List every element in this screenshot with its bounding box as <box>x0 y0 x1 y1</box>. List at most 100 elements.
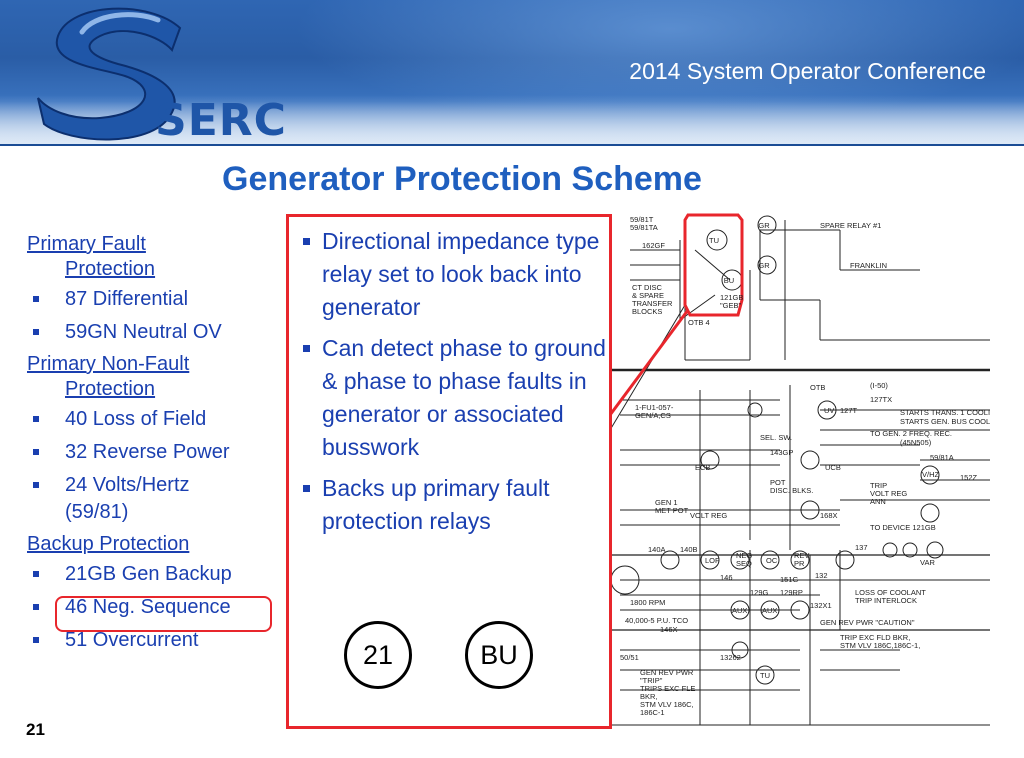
relay-21-symbol: 21 <box>344 621 412 689</box>
bullet-icon <box>33 604 39 610</box>
svg-text:GEN 1: GEN 1 <box>655 498 678 507</box>
svg-text:"GEB": "GEB" <box>720 301 742 310</box>
list-item-label: 46 Neg. Sequence <box>65 596 231 618</box>
serc-logo-icon <box>37 7 182 141</box>
list-item-label: 21GB Gen Backup <box>65 563 232 585</box>
svg-text:1800 RPM: 1800 RPM <box>630 598 665 607</box>
list-item-label: Backs up primary fault protection relays <box>322 475 550 534</box>
svg-text:LOSS OF COOLANT: LOSS OF COOLANT <box>855 588 926 597</box>
svg-text:TO GEN. 2 FREQ. REC.: TO GEN. 2 FREQ. REC. <box>870 429 952 438</box>
svg-text:59/81TA: 59/81TA <box>630 223 658 232</box>
svg-text:(45N505): (45N505) <box>900 438 932 447</box>
protection-list: Primary Fault Protection 87 Differential… <box>27 232 277 660</box>
bullet-icon <box>33 329 39 335</box>
list-item: Directional impedance type relay set to … <box>301 225 606 324</box>
svg-text:BU: BU <box>724 276 734 285</box>
svg-text:UV: UV <box>824 406 834 415</box>
list-item: 87 Differential <box>27 286 277 313</box>
svg-text:OTB: OTB <box>810 383 825 392</box>
bullet-icon <box>303 485 310 492</box>
list-item: 21GB Gen Backup <box>27 561 277 588</box>
list-item: Can detect phase to ground & phase to ph… <box>301 332 606 464</box>
bullet-icon <box>33 449 39 455</box>
svg-text:127TX: 127TX <box>870 395 892 404</box>
svg-text:DISC. BLKS.: DISC. BLKS. <box>770 486 813 495</box>
svg-text:GEN REV PWR "CAUTION": GEN REV PWR "CAUTION" <box>820 618 915 627</box>
section-backup: Backup Protection <box>27 532 277 557</box>
svg-text:VAR: VAR <box>920 558 935 567</box>
svg-text:137: 137 <box>855 543 868 552</box>
svg-text:121GB: 121GB <box>720 293 743 302</box>
svg-text:TU: TU <box>709 236 719 245</box>
svg-text:GEN/A,CS: GEN/A,CS <box>635 411 671 420</box>
svg-text:AUX: AUX <box>762 606 777 615</box>
svg-text:162GF: 162GF <box>642 241 665 250</box>
bullet-icon <box>33 482 39 488</box>
list-item-label: Directional impedance type relay set to … <box>322 228 600 320</box>
svg-text:TRIP EXC FLD BKR,: TRIP EXC FLD BKR, <box>840 633 910 642</box>
svg-text:REV: REV <box>794 551 809 560</box>
svg-text:127T: 127T <box>840 406 858 415</box>
section-primary-non-fault: Primary Non-Fault Protection <box>27 352 277 402</box>
svg-text:TRIP: TRIP <box>870 481 887 490</box>
svg-text:40,000-5 P.U. TCO: 40,000-5 P.U. TCO <box>625 616 688 625</box>
header-divider <box>0 144 1024 146</box>
svg-text:OTB 4: OTB 4 <box>688 318 710 327</box>
svg-text:TRIPS EXC FLE: TRIPS EXC FLE <box>640 684 695 693</box>
backup-highlight-box <box>55 596 272 632</box>
list-item: 46 Neg. Sequence <box>27 594 277 621</box>
svg-text:AUX: AUX <box>732 606 747 615</box>
svg-text:50/51: 50/51 <box>620 653 639 662</box>
svg-text:ANN: ANN <box>870 497 886 506</box>
list-item: Backs up primary fault protection relays <box>301 472 606 538</box>
svg-text:VOLT REG: VOLT REG <box>870 489 907 498</box>
svg-text:ECB: ECB <box>695 463 710 472</box>
svg-text:UCB: UCB <box>825 463 841 472</box>
conference-title: 2014 System Operator Conference <box>629 58 986 84</box>
section-heading-cont: Protection <box>65 378 156 400</box>
svg-text:129G: 129G <box>750 588 769 597</box>
header-banner: SERC 2014 System Operator Conference <box>0 0 1024 145</box>
svg-text:TU: TU <box>760 671 770 680</box>
svg-text:LOF: LOF <box>705 556 720 565</box>
bullet-icon <box>33 416 39 422</box>
list-item-label: 32 Reverse Power <box>65 441 230 463</box>
list-item-label: 59GN Neutral OV <box>65 321 222 343</box>
svg-text:59/81T: 59/81T <box>630 215 654 224</box>
svg-text:143GP: 143GP <box>770 448 793 457</box>
relay-callout-box: Directional impedance type relay set to … <box>286 214 612 729</box>
svg-text:V/HZ: V/HZ <box>922 470 940 479</box>
section-heading: Primary Fault <box>27 233 146 255</box>
svg-text:151G: 151G <box>780 575 799 584</box>
list-item-label: 24 Volts/Hertz <box>65 474 190 496</box>
svg-text:BLOCKS: BLOCKS <box>632 307 662 316</box>
svg-text:POT: POT <box>770 478 786 487</box>
svg-text:168X: 168X <box>820 511 838 520</box>
svg-text:BKR,: BKR, <box>640 692 658 701</box>
svg-text:STARTS TRANS. 1 COOLING: STARTS TRANS. 1 COOLING <box>900 408 990 417</box>
svg-text:140A: 140A <box>648 545 666 554</box>
svg-text:OC: OC <box>766 556 778 565</box>
bullet-icon <box>33 637 39 643</box>
svg-text:TRANSFER: TRANSFER <box>632 299 673 308</box>
svg-text:GR: GR <box>758 261 770 270</box>
svg-text:MET POT: MET POT <box>655 506 689 515</box>
section-heading: Primary Non-Fault <box>27 353 190 375</box>
svg-text:STM VLV 186C,186C-1,: STM VLV 186C,186C-1, <box>840 641 920 650</box>
svg-text:SEL. SW.: SEL. SW. <box>760 433 792 442</box>
bullet-icon <box>33 571 39 577</box>
svg-text:STARTS GEN. BUS COOLING: STARTS GEN. BUS COOLING <box>900 417 990 426</box>
svg-text:59/81A: 59/81A <box>930 453 954 462</box>
svg-text:132: 132 <box>815 571 828 580</box>
list-item: 32 Reverse Power <box>27 439 277 466</box>
section-heading-cont: Protection <box>65 258 156 280</box>
svg-text:STM VLV 186C,: STM VLV 186C, <box>640 700 694 709</box>
svg-text:GR: GR <box>758 221 770 230</box>
svg-text:SPARE RELAY #1: SPARE RELAY #1 <box>820 221 881 230</box>
svg-text:146X: 146X <box>660 625 678 634</box>
bullet-icon <box>303 345 310 352</box>
list-item-label: 40 Loss of Field <box>65 408 207 430</box>
svg-text:(I-50): (I-50) <box>870 381 888 390</box>
svg-text:1-FU1-057-: 1-FU1-057- <box>635 403 674 412</box>
svg-text:140B: 140B <box>680 545 698 554</box>
